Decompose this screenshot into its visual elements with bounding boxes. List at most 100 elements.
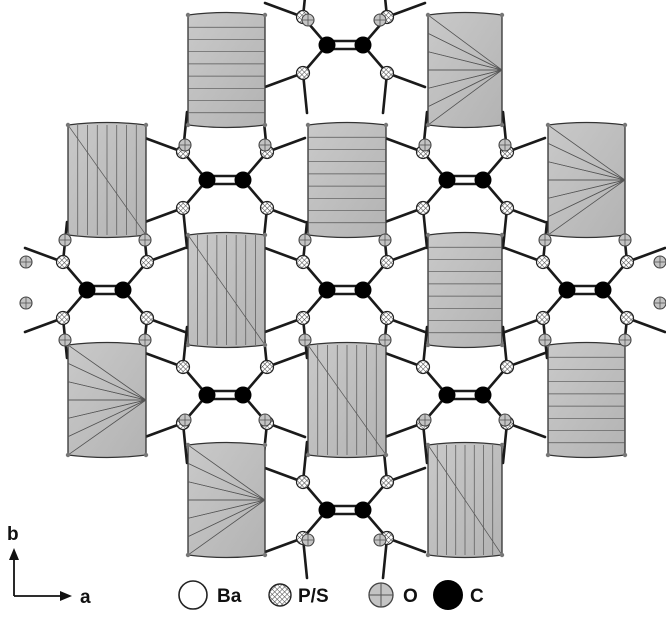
oxygen-atom xyxy=(378,333,392,347)
ps-atom xyxy=(379,254,395,270)
ba-polyhedron xyxy=(425,231,505,349)
polyhedron-vertex xyxy=(305,452,311,458)
polyhedron-vertex xyxy=(185,442,191,448)
polyhedron-vertex xyxy=(262,12,268,18)
oxygen-atom xyxy=(618,233,632,247)
oxygen-atom xyxy=(298,333,312,347)
a-axis-label: a xyxy=(80,587,91,608)
oxygen-atom xyxy=(138,333,152,347)
polyhedron-edge xyxy=(547,143,626,181)
ps-atom xyxy=(295,254,311,270)
legend-label-ba: Ba xyxy=(217,586,242,607)
ps-atom xyxy=(619,310,635,326)
ps-atom xyxy=(295,310,311,326)
ps-atom xyxy=(259,359,275,375)
polyhedron-vertex xyxy=(425,342,431,348)
polyhedron-edge xyxy=(427,51,503,71)
carbon-atom xyxy=(594,281,612,299)
carbon-atom xyxy=(354,36,372,54)
b-axis-label: b xyxy=(7,524,19,545)
oxygen-atom xyxy=(301,533,315,547)
polyhedron-vertex xyxy=(499,552,505,558)
oxygen-atom xyxy=(378,233,392,247)
carbon-atom xyxy=(198,386,216,404)
oxygen-atom xyxy=(298,233,312,247)
polyhedron-edge xyxy=(67,363,147,401)
oxygen-atom xyxy=(138,233,152,247)
polyhedron-vertex xyxy=(262,442,268,448)
polyhedron-vertex xyxy=(305,122,311,128)
legend-label-o: O xyxy=(403,586,418,607)
polyhedron-vertex xyxy=(499,12,505,18)
polyhedron-vertex xyxy=(425,552,431,558)
polyhedron-edge xyxy=(547,179,626,217)
ba-polyhedron xyxy=(545,341,628,459)
polyhedron-vertex xyxy=(622,452,628,458)
polyhedron-vertex xyxy=(425,122,431,128)
polyhedron-edge xyxy=(187,499,266,556)
oxygen-atom xyxy=(498,138,512,152)
ps-atom xyxy=(175,359,191,375)
ba-polyhedron xyxy=(425,11,505,129)
b-axis-arrowhead xyxy=(9,548,19,560)
polyhedron-vertex xyxy=(65,452,71,458)
ba-polyhedron xyxy=(65,121,149,239)
ps-atom xyxy=(535,310,551,326)
polyhedron-vertex xyxy=(499,122,505,128)
ps-atom xyxy=(499,200,515,216)
polyhedron-edge xyxy=(187,444,266,501)
oxygen-atom xyxy=(538,233,552,247)
carbon-atom xyxy=(198,171,216,189)
oxygen-atom xyxy=(58,233,72,247)
ba-polyhedron xyxy=(545,121,628,239)
oxygen-atom xyxy=(178,413,192,427)
polyhedron-vertex xyxy=(425,442,431,448)
oxygen-atom xyxy=(58,333,72,347)
polyhedron-vertex xyxy=(499,232,505,238)
oxygen-atom xyxy=(418,413,432,427)
crosshatched-circle-icon xyxy=(268,583,292,607)
polyhedron-vertex xyxy=(545,452,551,458)
polyhedron-vertex xyxy=(262,232,268,238)
carbon-atom xyxy=(234,386,252,404)
polyhedron-vertex xyxy=(185,232,191,238)
ba-polyhedron xyxy=(65,341,149,459)
legend-label-ps: P/S xyxy=(298,586,329,607)
gray-crossed-circle-icon xyxy=(368,582,394,608)
polyhedron-vertex xyxy=(65,122,71,128)
carbon-atom xyxy=(438,171,456,189)
polyhedron-edge xyxy=(187,463,266,501)
polyhedron-edge xyxy=(307,344,387,456)
carbon-atom xyxy=(78,281,96,299)
ps-atom xyxy=(139,310,155,326)
oxygen-atom xyxy=(618,333,632,347)
ba-polyhedron xyxy=(425,441,505,559)
carbon-atom xyxy=(318,36,336,54)
ps-atom xyxy=(379,310,395,326)
polyhedron-vertex xyxy=(143,122,149,128)
polyhedron-edge xyxy=(67,399,147,456)
carbon-atom xyxy=(354,501,372,519)
polyhedron-edge xyxy=(67,399,147,437)
axis-indicator: b a xyxy=(7,524,91,608)
polyhedron-edge xyxy=(67,399,147,419)
polyhedron-edge xyxy=(427,69,503,107)
atom-layer xyxy=(19,9,666,547)
polyhedron-edge xyxy=(547,179,626,199)
oxygen-atom xyxy=(19,296,33,310)
ps-atom xyxy=(259,200,275,216)
polyhedron-vertex xyxy=(143,452,149,458)
carbon-atom xyxy=(318,281,336,299)
polyhedron-vertex xyxy=(185,342,191,348)
ps-atom xyxy=(535,254,551,270)
ba-polyhedron xyxy=(305,121,389,239)
polyhedron-vertex xyxy=(383,452,389,458)
polyhedron-edge xyxy=(187,481,266,501)
ps-atom xyxy=(415,359,431,375)
polyhedron-vertex xyxy=(425,12,431,18)
ps-atom xyxy=(295,65,311,81)
carbon-atom xyxy=(474,386,492,404)
ps-atom xyxy=(139,254,155,270)
polyhedron-vertex xyxy=(262,552,268,558)
ba-polyhedron xyxy=(185,441,268,559)
